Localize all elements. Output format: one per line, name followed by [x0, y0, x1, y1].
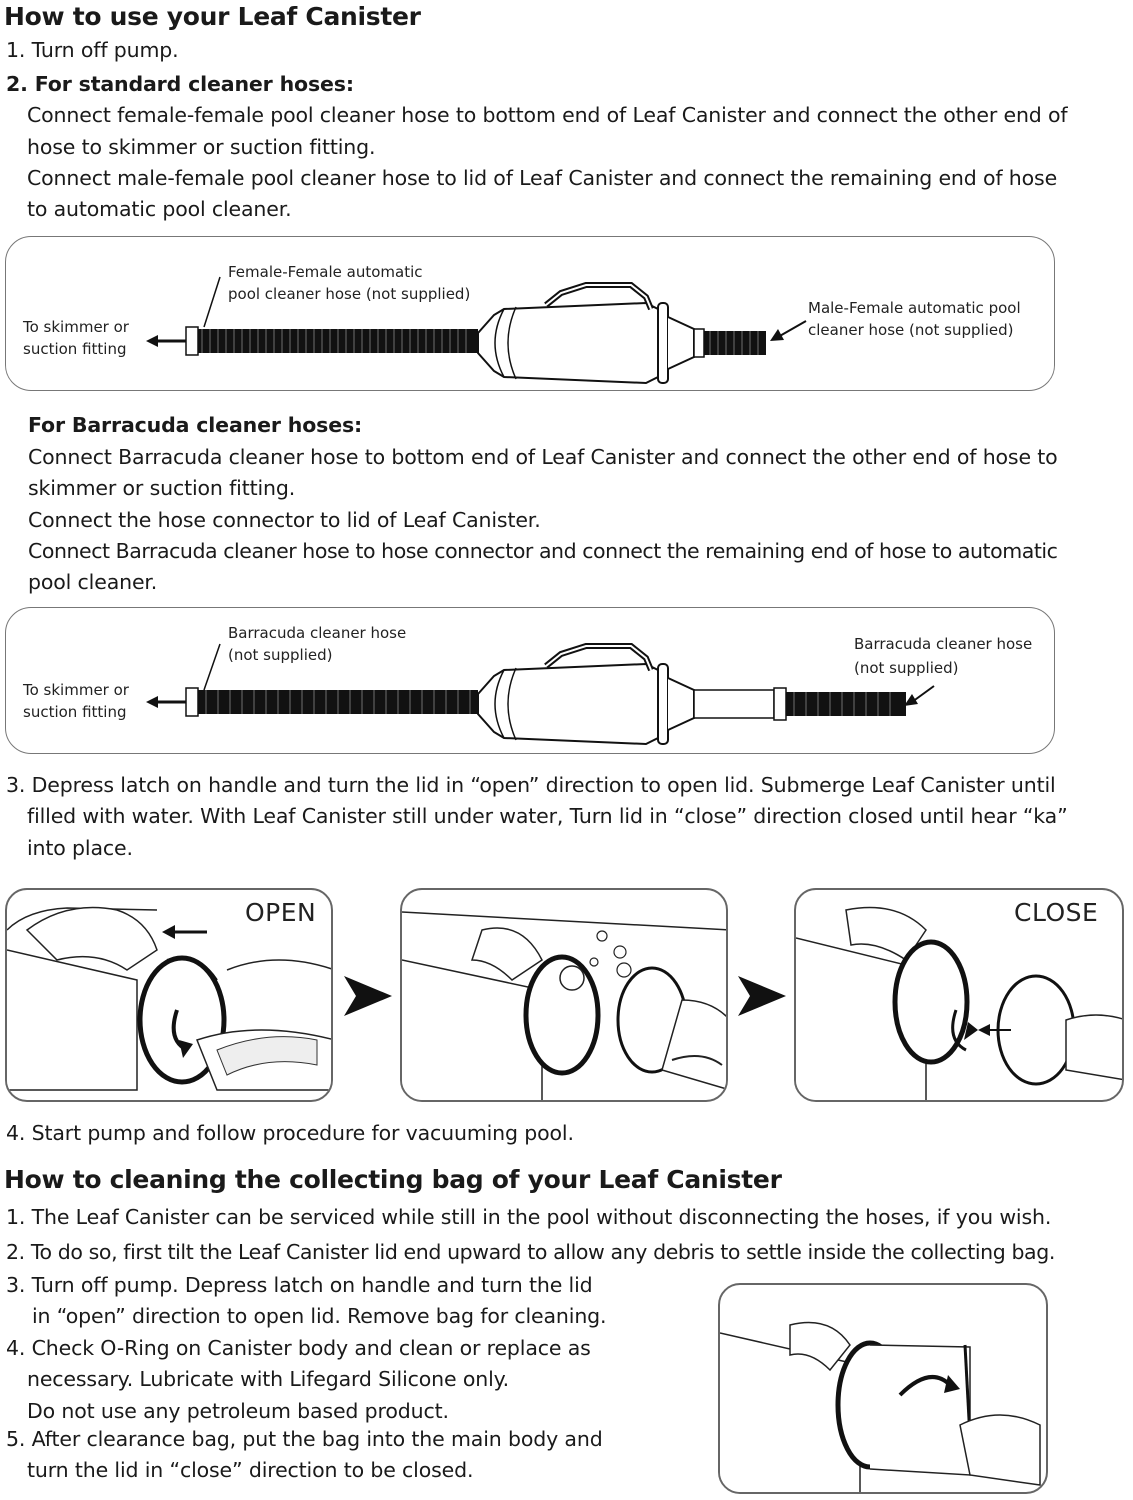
open-lid-drawing: [7, 906, 331, 1091]
barracuda-line: Connect Barracuda cleaner hose to hose c…: [28, 539, 1058, 563]
section-title-cleaning: How to cleaning the collecting bag of yo…: [4, 1165, 782, 1194]
clean-line: 4. Check O-Ring on Canister body and cle…: [6, 1336, 591, 1360]
step-2-line: hose to skimmer or suction fitting.: [27, 135, 376, 159]
barracuda-line: Connect Barracuda cleaner hose to bottom…: [28, 445, 1058, 469]
step-2-line: Connect female-female pool cleaner hose …: [27, 103, 1068, 127]
barracuda-line: skimmer or suction fitting.: [28, 476, 296, 500]
step-3-line: filled with water. With Leaf Canister st…: [27, 804, 1068, 828]
canister-standard-illustration: [146, 276, 807, 385]
clean-line: Do not use any petroleum based product.: [27, 1399, 449, 1423]
clean-line: 3. Turn off pump. Depress latch on handl…: [6, 1273, 593, 1297]
next-arrow-icon: [344, 976, 392, 1016]
submerge-illustration: [400, 888, 728, 1102]
clean-line: 1. The Leaf Canister can be serviced whi…: [6, 1205, 1052, 1229]
close-label: CLOSE: [1014, 898, 1099, 927]
close-lid-illustration: CLOSE: [794, 888, 1124, 1102]
canister-barracuda-illustration: [146, 643, 935, 746]
clean-line: turn the lid in “close” direction to be …: [27, 1458, 474, 1482]
step-4: 4. Start pump and follow procedure for v…: [6, 1121, 574, 1145]
barracuda-heading: For Barracuda cleaner hoses:: [28, 413, 363, 437]
remove-bag-drawing: [720, 1321, 1041, 1492]
close-lid-drawing: [796, 906, 1122, 1100]
step-2-heading: 2. For standard cleaner hoses:: [6, 72, 354, 96]
barracuda-line: pool cleaner.: [28, 570, 158, 594]
open-lid-illustration: OPEN: [5, 888, 333, 1102]
submerge-drawing: [402, 911, 726, 1100]
clean-line: necessary. Lubricate with Lifegard Silic…: [27, 1367, 510, 1391]
next-arrow-icon: [738, 976, 786, 1016]
step-2-line: to automatic pool cleaner.: [27, 197, 292, 221]
remove-bag-illustration: [718, 1283, 1048, 1494]
clean-line: 5. After clearance bag, put the bag into…: [6, 1427, 603, 1451]
step-3-line: 3. Depress latch on handle and turn the …: [6, 773, 1056, 797]
section-title-use: How to use your Leaf Canister: [4, 2, 421, 31]
step-1: 1. Turn off pump.: [6, 38, 179, 62]
barracuda-right-hose-label: Barracuda cleaner hose(not supplied): [854, 635, 1033, 677]
step-2-line: Connect male-female pool cleaner hose to…: [27, 166, 1058, 190]
step-3-line: into place.: [27, 836, 133, 860]
barracuda-hose-label: Barracuda cleaner hose(not supplied): [228, 624, 407, 664]
clean-line: in “open” direction to open lid. Remove …: [32, 1304, 607, 1328]
clean-line: 2. To do so, first tilt the Leaf Caniste…: [6, 1240, 1055, 1264]
open-label: OPEN: [245, 898, 317, 927]
barracuda-line: Connect the hose connector to lid of Lea…: [28, 508, 541, 532]
